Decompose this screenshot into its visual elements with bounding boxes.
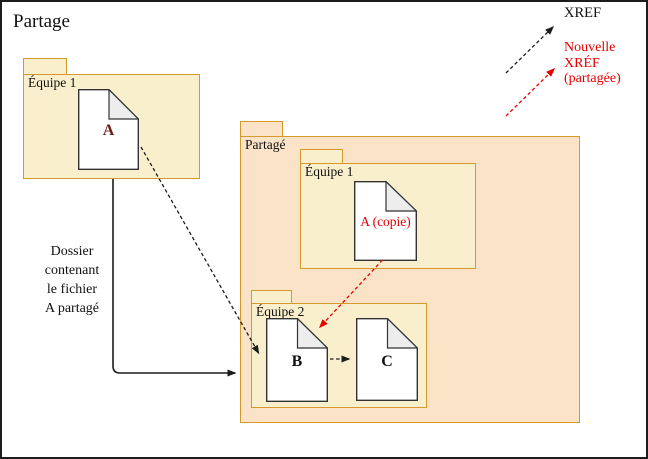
document-a-copy-shape bbox=[354, 181, 417, 261]
legend-new-xref-line: (partagée) bbox=[564, 71, 621, 87]
document-a: A bbox=[78, 89, 139, 170]
note-line: Dossier bbox=[50, 244, 94, 259]
folder-team1-source-label: Équipe 1 bbox=[28, 75, 77, 90]
document-a-shape bbox=[78, 89, 139, 170]
shared-folder-note: Dossier contenant le fichier A partagé bbox=[20, 242, 124, 318]
folder-shared-tab bbox=[240, 121, 283, 137]
folded-corner bbox=[296, 318, 328, 349]
document-c-label: C bbox=[381, 352, 393, 370]
legend-new-xref-line: Nouvelle bbox=[564, 40, 616, 55]
legend-new-xref-line: XRÉF bbox=[564, 55, 600, 71]
folded-corner bbox=[386, 318, 418, 349]
document-b-shape bbox=[266, 318, 328, 402]
legend-arrow-xref bbox=[505, 25, 555, 74]
legend-arrow-new-xref bbox=[505, 67, 556, 117]
document-a-label: A bbox=[102, 122, 115, 140]
note-line: contenant bbox=[44, 263, 100, 278]
folded-corner bbox=[108, 89, 139, 120]
document-c: C bbox=[356, 318, 418, 401]
note-line: A partagé bbox=[44, 301, 100, 316]
legend-new-xref-label: Nouvelle XRÉF (partagée) bbox=[564, 40, 621, 87]
document-a-copy-label: A (copie) bbox=[360, 213, 411, 229]
document-a-copy: A (copie) bbox=[354, 181, 417, 261]
note-line: le fichier bbox=[46, 282, 98, 297]
arrow-shared-folder-link bbox=[112, 179, 237, 377]
folder-shared-label: Partagé bbox=[245, 137, 286, 152]
document-b-label: B bbox=[291, 353, 303, 371]
legend-xref-label: XREF bbox=[564, 5, 602, 21]
page-title: Partage bbox=[13, 11, 70, 32]
folder-team1-copy-label: Équipe 1 bbox=[305, 164, 354, 179]
folder-team2-label: Équipe 2 bbox=[256, 304, 305, 319]
folder-team2-tab bbox=[251, 290, 292, 304]
folder-team1-source-tab bbox=[23, 58, 67, 75]
folded-corner bbox=[385, 181, 417, 212]
document-b: B bbox=[266, 318, 328, 402]
folder-team1-copy-tab bbox=[300, 149, 343, 164]
